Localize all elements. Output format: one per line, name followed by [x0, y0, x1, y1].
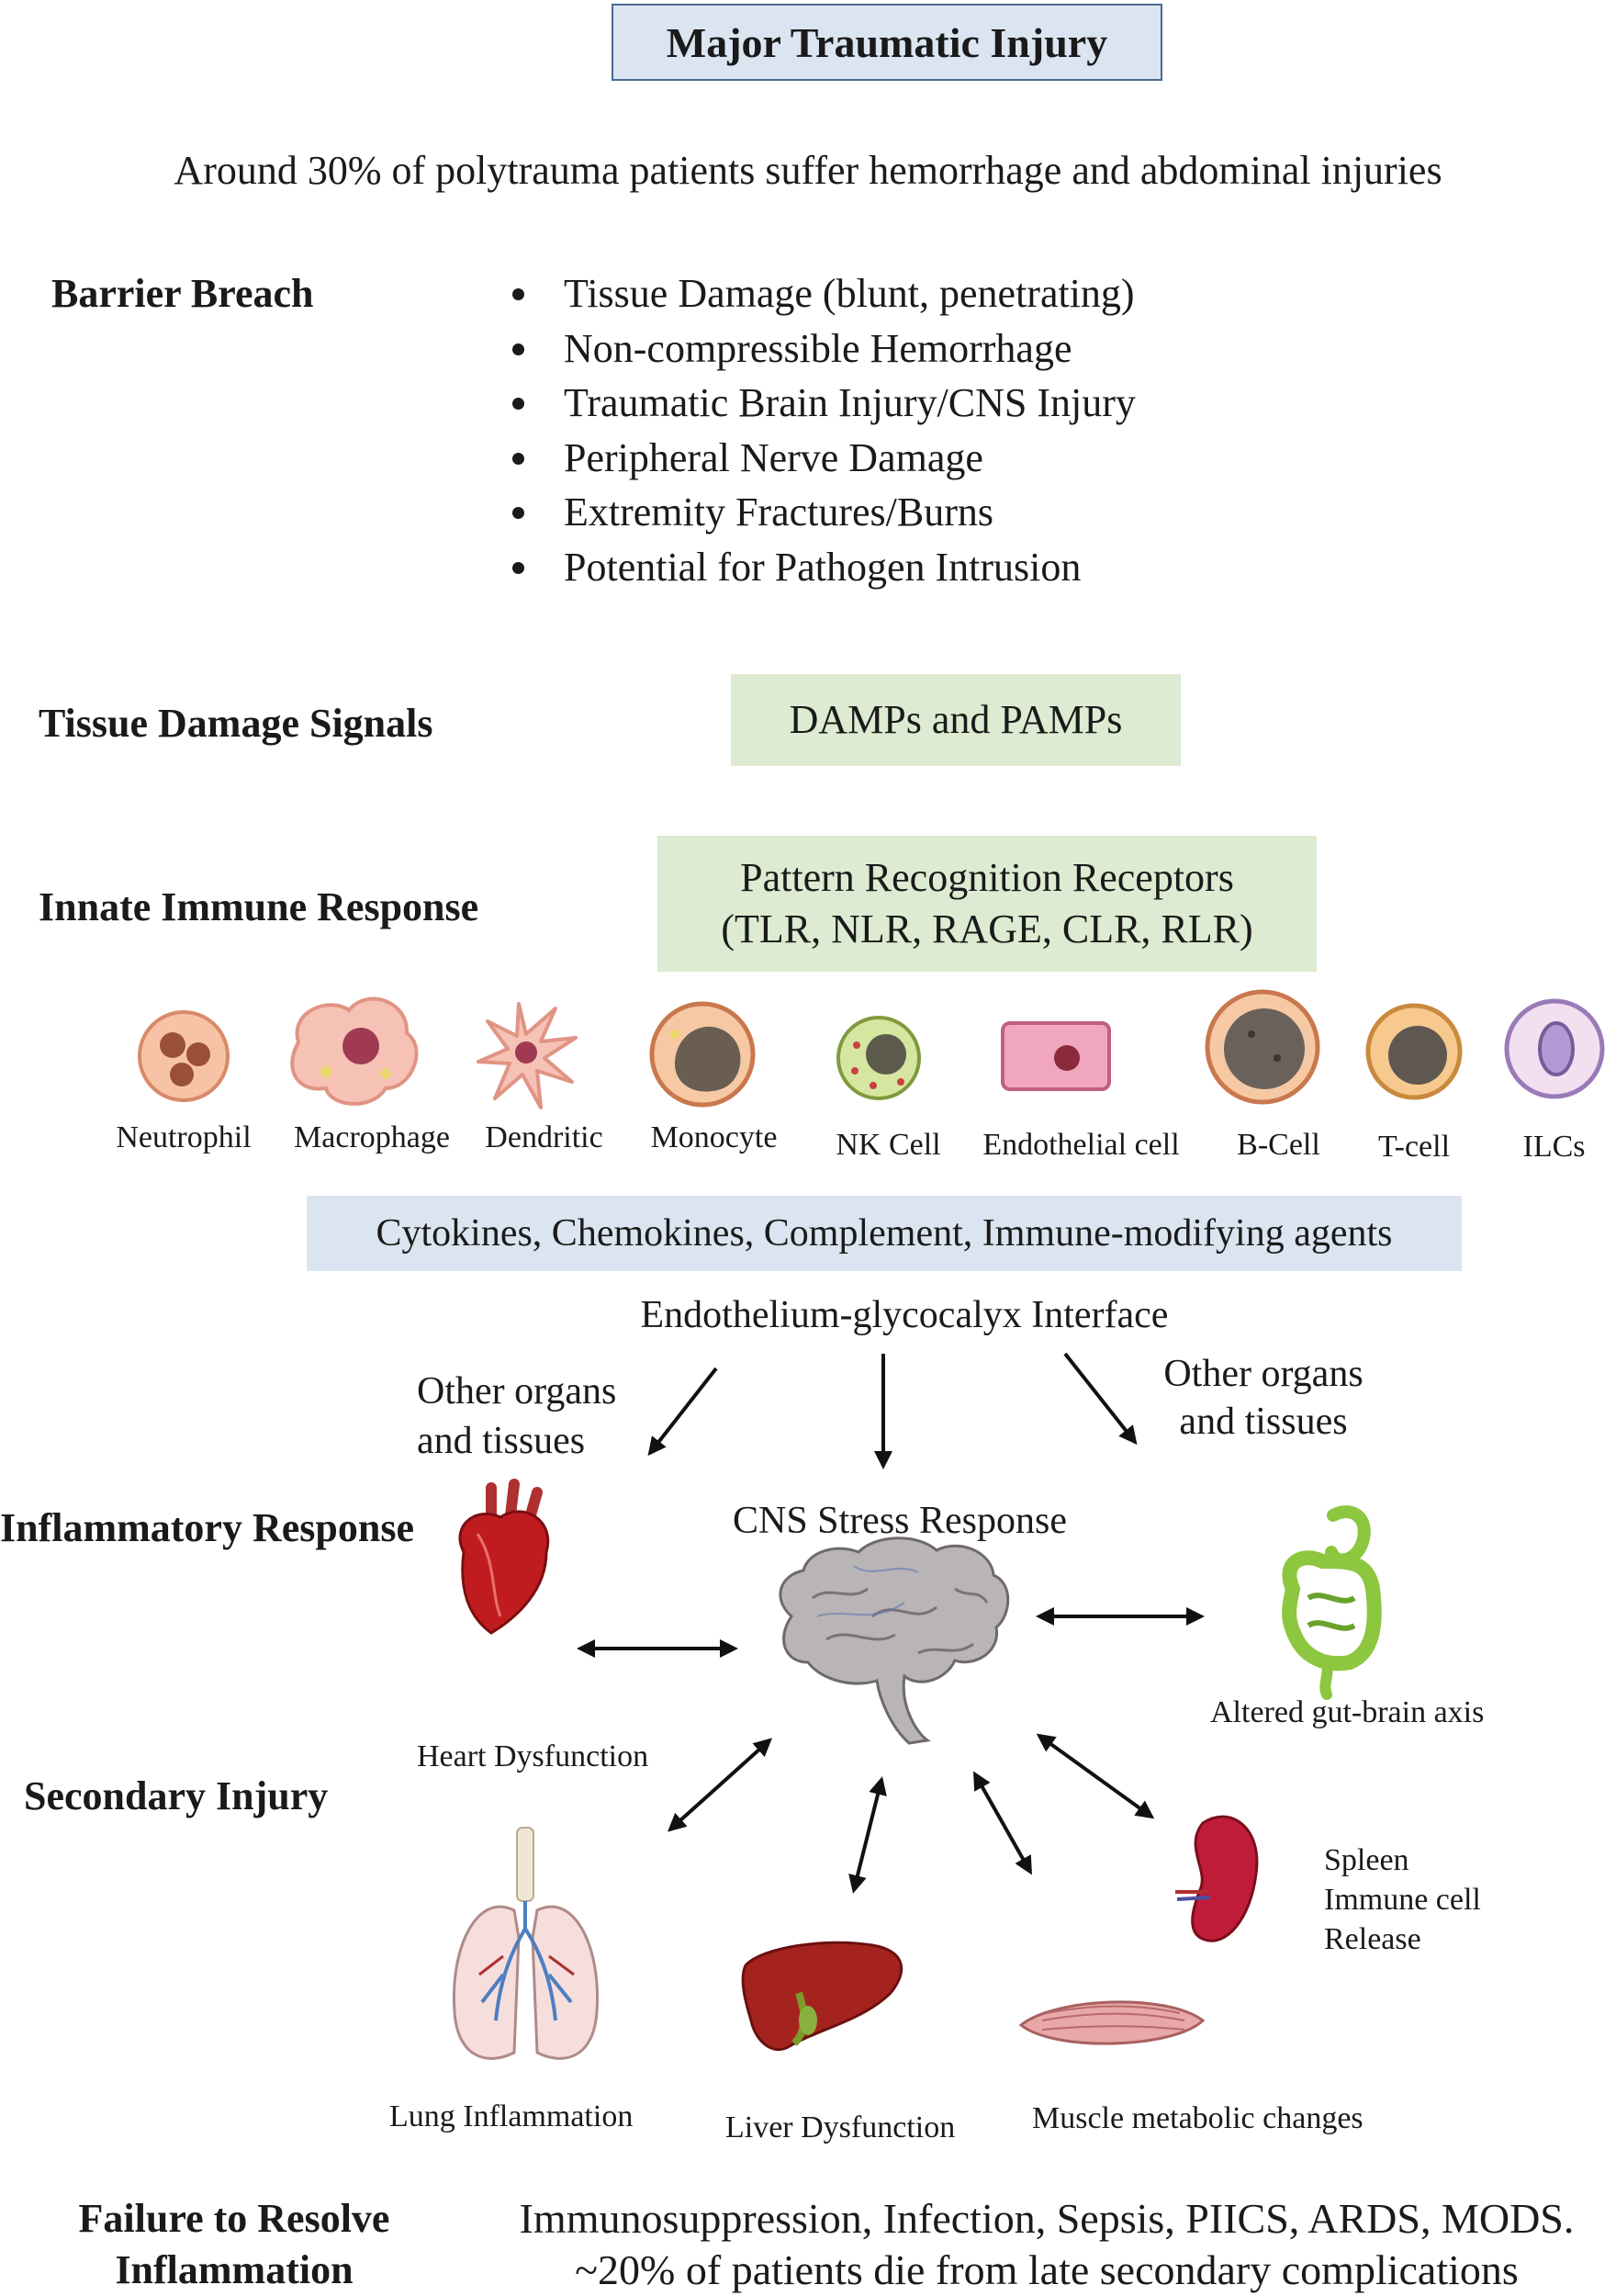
barrier-item: Extremity Fractures/Burns: [503, 485, 1136, 540]
t-cell-icon: [1365, 1003, 1463, 1100]
outcome: Immunosuppression, Infection, Sepsis, PI…: [477, 2193, 1616, 2296]
arrow-to-right-organs: [1063, 1352, 1138, 1446]
gut-icon: [1282, 1505, 1382, 1700]
arrow-brain-spleen: [1036, 1733, 1155, 1819]
heart-icon: [458, 1479, 550, 1635]
stage-innate-immune-response: Innate Immune Response: [39, 884, 479, 929]
cell-label: NK Cell: [836, 1128, 941, 1162]
barrier-item: Traumatic Brain Injury/CNS Injury: [503, 376, 1136, 431]
diagram-title: Major Traumatic Injury: [666, 18, 1108, 66]
cell-label: Macrophage: [294, 1120, 450, 1154]
liver-icon: [741, 1941, 903, 2052]
cell-label: T-cell: [1377, 1130, 1451, 1164]
gut-label: Altered gut-brain axis: [1210, 1695, 1485, 1729]
endothelium-label: Endothelium-glycocalyx Interface: [640, 1294, 1169, 1336]
other-organs-left-line2: and tissues: [417, 1420, 586, 1462]
other-organs-left-line1: Other organs: [417, 1370, 617, 1412]
spleen-icon: [1175, 1815, 1259, 1942]
spleen-label-line1: Spleen: [1324, 1843, 1409, 1877]
spleen-label-line3: Release: [1324, 1922, 1421, 1956]
cell-label: B-Cell: [1237, 1128, 1320, 1162]
lung-icon: [452, 1827, 600, 2060]
stage-failure-to-resolve: Failure to Resolve Inflammation: [46, 2193, 422, 2296]
dendritic-cell-icon: [477, 1002, 578, 1109]
spleen-label-line2: Immune cell: [1324, 1883, 1481, 1917]
lung-label: Lung Inflammation: [389, 2099, 634, 2133]
outcome-line2: ~20% of patients die from late secondary…: [575, 2246, 1519, 2293]
damps-box: DAMPs and PAMPs: [731, 674, 1181, 766]
stage-barrier-breach: Barrier Breach: [51, 271, 314, 316]
brain-icon: [779, 1536, 1010, 1745]
muscle-label: Muscle metabolic changes: [1032, 2101, 1364, 2135]
title-box: Major Traumatic Injury: [612, 4, 1162, 81]
ilc-icon: [1504, 998, 1605, 1099]
macrophage-icon: [290, 996, 419, 1106]
barrier-item: Potential for Pathogen Intrusion: [503, 540, 1136, 595]
cell-label: Monocyte: [650, 1120, 778, 1154]
cns-label: CNS Stress Response: [732, 1500, 1068, 1542]
damps-label: DAMPs and PAMPs: [789, 697, 1123, 742]
neutrophil-icon: [138, 1010, 230, 1102]
muscle-icon: [1018, 2000, 1206, 2045]
failure-line1: Failure to Resolve: [78, 2196, 390, 2241]
other-organs-right-line1: Other organs: [1163, 1353, 1364, 1395]
stage-inflammatory-response: Inflammatory Response: [0, 1505, 414, 1550]
other-organs-left: Other organs and tissues: [417, 1367, 616, 1466]
arrow-brain-liver: [848, 1776, 887, 1894]
monocyte-icon: [649, 1001, 756, 1108]
subtitle: Around 30% of polytrauma patients suffer…: [174, 148, 1442, 193]
outcome-line1: Immunosuppression, Infection, Sepsis, PI…: [519, 2195, 1575, 2242]
endothelial-cell-icon: [1001, 1021, 1111, 1091]
other-organs-right: Other organs and tissues: [1153, 1350, 1374, 1446]
barrier-item: Non-compressible Hemorrhage: [503, 321, 1136, 377]
cell-label: Neutrophil: [116, 1120, 252, 1154]
cell-label: ILCs: [1522, 1130, 1586, 1164]
liver-label: Liver Dysfunction: [725, 2110, 956, 2144]
barrier-item: Tissue Damage (blunt, penetrating): [503, 266, 1136, 321]
arrow-to-left-organs: [647, 1367, 718, 1457]
failure-line2: Inflammation: [115, 2247, 354, 2292]
prr-line1: Pattern Recognition Receptors: [740, 855, 1234, 900]
arrow-brain-muscle: [973, 1771, 1032, 1875]
stage-tissue-damage-signals: Tissue Damage Signals: [39, 701, 433, 746]
arrow-brain-lung: [668, 1738, 772, 1832]
b-cell-icon: [1205, 989, 1320, 1105]
cell-label: Dendritic: [485, 1120, 603, 1154]
stage-secondary-injury: Secondary Injury: [24, 1773, 329, 1818]
barrier-item: Peripheral Nerve Damage: [503, 431, 1136, 486]
nk-cell-icon: [836, 1016, 921, 1100]
prr-box: Pattern Recognition Receptors (TLR, NLR,…: [657, 836, 1317, 972]
prr-line2: (TLR, NLR, RAGE, CLR, RLR): [721, 906, 1253, 951]
cell-label: Endothelial cell: [982, 1128, 1180, 1162]
spleen-label: Spleen Immune cell Release: [1324, 1840, 1481, 1959]
barrier-list: Tissue Damage (blunt, penetrating) Non-c…: [503, 266, 1136, 594]
other-organs-right-line2: and tissues: [1179, 1401, 1348, 1443]
heart-label: Heart Dysfunction: [417, 1739, 649, 1773]
mediators-label: Cytokines, Chemokines, Complement, Immun…: [376, 1212, 1393, 1255]
mediators-box: Cytokines, Chemokines, Complement, Immun…: [307, 1196, 1462, 1271]
